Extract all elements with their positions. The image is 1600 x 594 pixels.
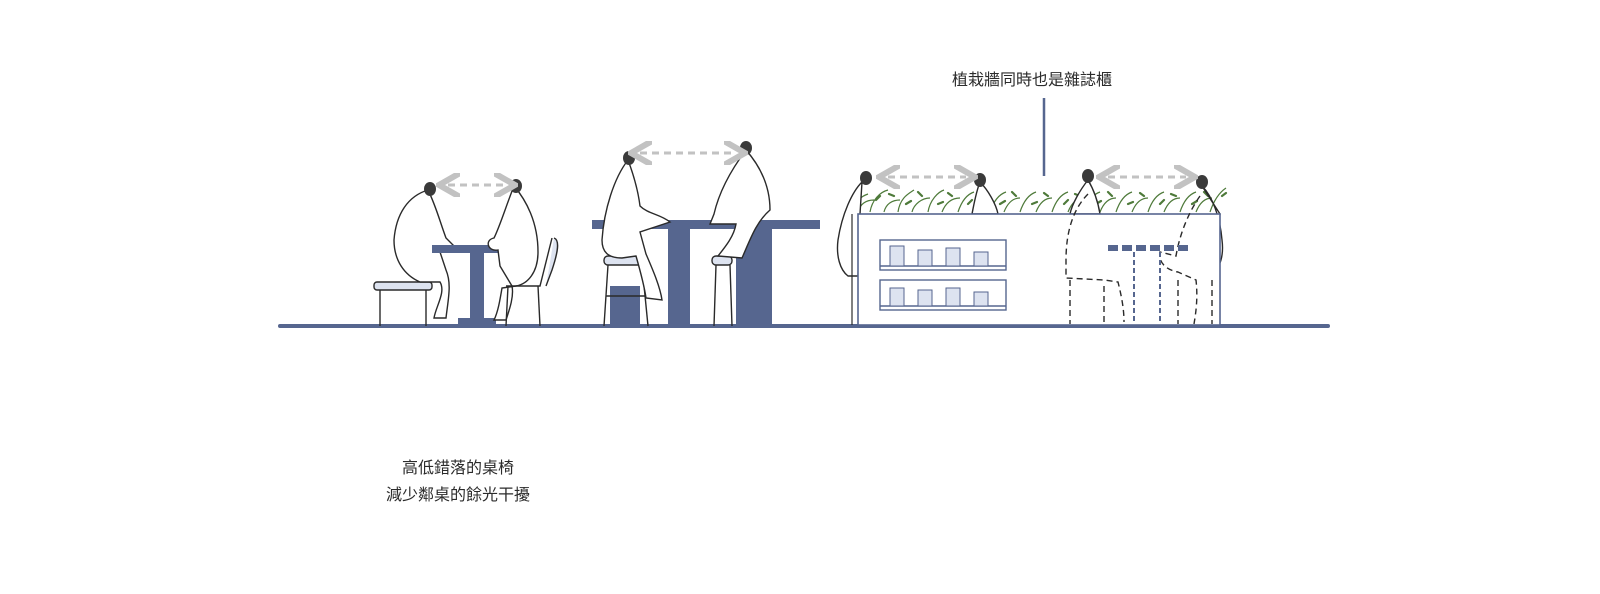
hidden-seating bbox=[1065, 193, 1213, 325]
chair bbox=[505, 237, 559, 327]
person-head bbox=[510, 179, 522, 193]
planter-wall-annotation: 植栽牆同時也是雜誌櫃 bbox=[952, 70, 1113, 89]
desk-annotation-line1: 高低錯落的桌椅 bbox=[402, 458, 515, 477]
magazine bbox=[889, 287, 905, 307]
person-head bbox=[740, 141, 752, 155]
magazine bbox=[889, 245, 905, 267]
high-table-leg bbox=[668, 229, 690, 325]
low-table-leg bbox=[470, 253, 484, 325]
person-head bbox=[424, 182, 436, 196]
magazine-shelf-upper bbox=[879, 239, 1007, 271]
magazine bbox=[973, 291, 989, 307]
person-seated-left bbox=[393, 189, 458, 319]
high-table-panel bbox=[610, 286, 640, 326]
high-table-top bbox=[592, 220, 820, 229]
magazine-shelf-lower bbox=[879, 279, 1007, 311]
bench bbox=[373, 281, 433, 326]
hidden-table bbox=[1108, 245, 1188, 324]
low-table-group bbox=[373, 179, 559, 327]
bar-stool bbox=[711, 255, 733, 327]
magazine bbox=[917, 289, 933, 307]
person-seated-right bbox=[487, 184, 539, 321]
desk-annotation: 高低錯落的桌椅 減少鄰桌的餘光干擾 bbox=[386, 454, 530, 508]
magazine bbox=[945, 247, 961, 267]
person-behind-wall bbox=[836, 180, 863, 277]
person-behind-wall bbox=[971, 180, 999, 215]
low-table-foot bbox=[458, 318, 496, 324]
magazine bbox=[973, 251, 989, 267]
person-head bbox=[860, 171, 872, 185]
person-head bbox=[623, 151, 635, 165]
low-table-top bbox=[432, 245, 520, 253]
person-head bbox=[1082, 169, 1094, 183]
magazine bbox=[945, 287, 961, 307]
desk-annotation-line2: 減少鄰桌的餘光干擾 bbox=[386, 485, 531, 504]
person-stool-left bbox=[601, 158, 672, 301]
high-table-group bbox=[592, 141, 820, 327]
magazine bbox=[917, 249, 933, 267]
person-head bbox=[1196, 175, 1208, 189]
planter-wall-group bbox=[836, 98, 1228, 326]
plants bbox=[851, 187, 1228, 213]
person-stool-right bbox=[708, 148, 771, 259]
person-head bbox=[974, 173, 986, 187]
